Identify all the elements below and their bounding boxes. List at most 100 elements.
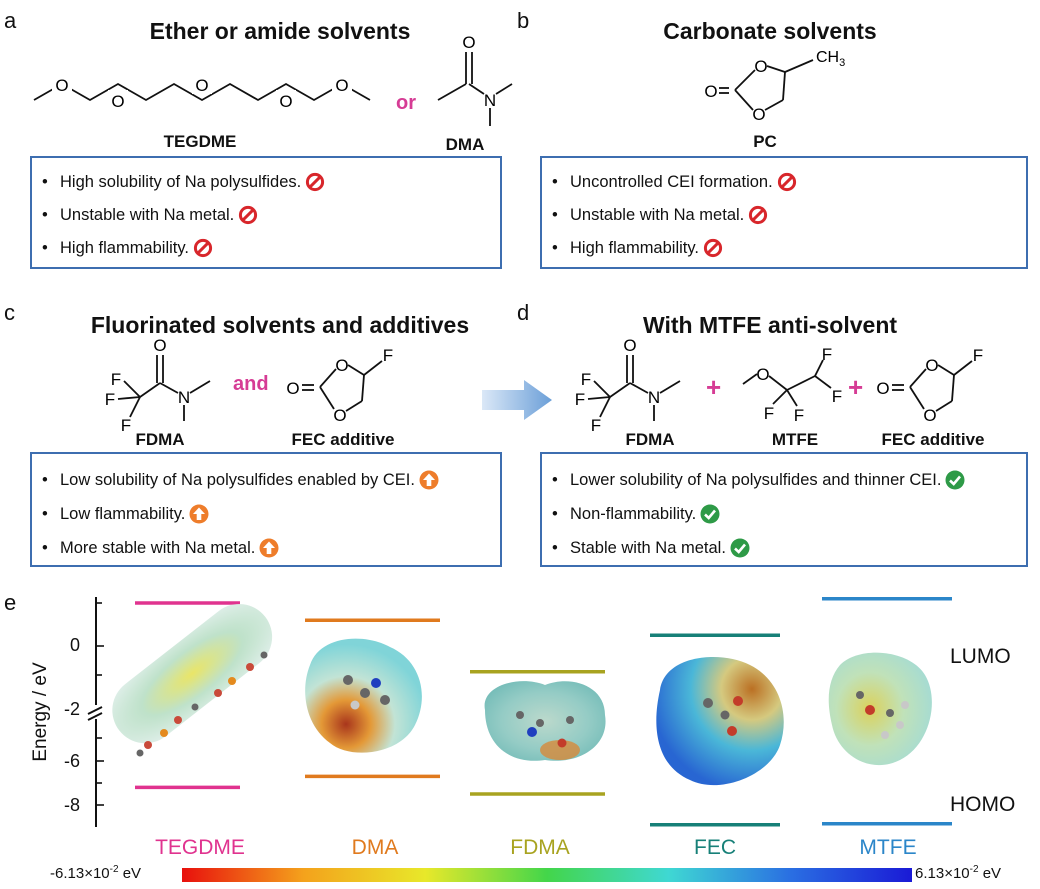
y-tick-label: 0 <box>69 635 80 655</box>
fec-structure: O O O F <box>876 346 983 425</box>
oxygen-atom: O <box>335 356 348 375</box>
molecule-name-mtfe: MTFE <box>859 836 917 859</box>
molecule-name-dma: DMA <box>351 836 399 859</box>
molecule-label-fdma: FDMA <box>135 430 185 449</box>
molecule-label-pc: PC <box>753 132 777 151</box>
fluorine-atom: F <box>105 390 115 409</box>
plus-sign: + <box>848 372 864 402</box>
nitrogen-atom: N <box>484 91 496 110</box>
list-item: •Unstable with Na metal. <box>552 205 768 225</box>
check-icon <box>700 504 720 524</box>
list-item: •More stable with Na metal. <box>42 538 279 558</box>
oxygen-atom: O <box>754 57 767 76</box>
up-arrow-icon <box>259 538 279 558</box>
fluorine-atom: F <box>383 346 393 365</box>
molecule-label-tegdme: TEGDME <box>163 132 237 151</box>
list-item: •Unstable with Na metal. <box>42 205 258 225</box>
list-item: •Low solubility of Na polysulfides enabl… <box>42 470 439 490</box>
nitrogen-atom: N <box>178 388 190 407</box>
panel-a-property-box: •High solubility of Na polysulfides. •Un… <box>30 156 502 269</box>
panel-letter-d: d <box>517 300 530 325</box>
colorbar-min-label: -6.13×10-2 eV <box>50 864 142 882</box>
fec-structure: O O O F <box>286 346 393 425</box>
fluorine-atom: F <box>822 345 832 364</box>
panel-d-title: With MTFE anti-solvent <box>642 312 898 338</box>
tegdme-esp-surface <box>112 603 273 757</box>
panel-letter-e: e <box>4 590 17 615</box>
list-item: •High flammability. <box>552 238 723 258</box>
fdma-structure: O N F F F <box>105 336 211 435</box>
list-item: •Low flammability. <box>42 504 209 524</box>
molecule-name-fec: FEC <box>694 836 736 859</box>
oxygen-atom: O <box>462 33 475 52</box>
transition-arrow-icon <box>482 380 552 420</box>
prohibited-icon <box>193 238 213 258</box>
fluorine-atom: F <box>973 346 983 365</box>
panel-d-property-box: •Lower solubility of Na polysulfides and… <box>540 452 1028 567</box>
panel-a-title: Ether or amide solvents <box>149 18 411 44</box>
prohibited-icon <box>239 205 258 225</box>
lumo-label: LUMO <box>950 645 1011 668</box>
dma-structure: O N <box>437 33 513 126</box>
oxygen-atom: O <box>925 356 938 375</box>
molecule-label-fec-additive: FEC additive <box>291 430 395 449</box>
homo-label: HOMO <box>950 793 1016 816</box>
oxygen-atom: O <box>335 76 348 95</box>
fdma-esp-surface <box>484 681 606 761</box>
oxygen-atom: O <box>195 76 208 95</box>
prohibited-icon <box>749 205 768 225</box>
oxygen-atom: O <box>333 406 346 425</box>
energy-axis <box>87 597 104 827</box>
esp-colorbar <box>182 868 912 882</box>
panel-b-property-box: •Uncontrolled CEI formation. •Unstable w… <box>540 156 1028 269</box>
fec-esp-surface <box>656 657 784 786</box>
oxygen-atom: O <box>623 336 636 355</box>
prohibited-icon <box>777 172 796 192</box>
molecule-name-tegdme: TEGDME <box>155 836 245 859</box>
panel-c-title: Fluorinated solvents and additives <box>90 312 470 338</box>
methyl-group: CH3 <box>816 49 845 69</box>
check-icon <box>730 538 750 558</box>
dma-esp-surface <box>305 638 422 753</box>
panel-letter-c: c <box>4 300 15 325</box>
plus-sign: + <box>706 372 722 402</box>
oxygen-atom: O <box>111 92 124 111</box>
prohibited-icon <box>306 172 325 192</box>
molecule-label-dma: DMA <box>445 135 485 154</box>
fluorine-atom: F <box>794 406 804 425</box>
molecule-label-fdma: FDMA <box>625 430 675 449</box>
mtfe-structure: O F F F F <box>742 345 842 425</box>
fluorine-atom: F <box>832 387 842 406</box>
oxygen-atom: O <box>153 336 166 355</box>
fluorine-atom: F <box>111 370 121 389</box>
oxygen-atom: O <box>923 406 936 425</box>
y-tick-label: -6 <box>63 751 80 771</box>
oxygen-atom: O <box>752 105 765 124</box>
molecule-name-fdma: FDMA <box>510 836 570 859</box>
molecule-label-mtfe: MTFE <box>771 430 819 449</box>
oxygen-atom: O <box>876 379 889 398</box>
up-arrow-icon <box>189 504 209 524</box>
panel-letter-b: b <box>517 8 530 33</box>
molecule-label-fec-additive: FEC additive <box>881 430 985 449</box>
fdma-structure: O N F F F <box>575 336 681 435</box>
fluorine-atom: F <box>581 370 591 389</box>
oxygen-atom: O <box>756 365 769 384</box>
join-word-and: and <box>233 373 269 395</box>
list-item: •High solubility of Na polysulfides. <box>42 172 325 192</box>
panel-b-title: Carbonate solvents <box>663 18 877 44</box>
panel-c-property-box: •Low solubility of Na polysulfides enabl… <box>30 452 502 567</box>
fluorine-atom: F <box>764 404 774 423</box>
list-item: •High flammability. <box>42 238 213 258</box>
oxygen-atom: O <box>286 379 299 398</box>
colorbar-max-label: 6.13×10-2 eV <box>915 864 1002 882</box>
panel-letter-a: a <box>4 8 17 33</box>
list-item: •Uncontrolled CEI formation. <box>552 172 797 192</box>
up-arrow-icon <box>419 470 439 490</box>
fluorine-atom: F <box>591 416 601 435</box>
energy-level-diagram <box>112 596 952 827</box>
prohibited-icon <box>703 238 723 258</box>
pc-structure: O O O CH3 <box>705 49 845 124</box>
check-icon <box>945 470 965 490</box>
y-tick-label: -8 <box>63 795 80 815</box>
